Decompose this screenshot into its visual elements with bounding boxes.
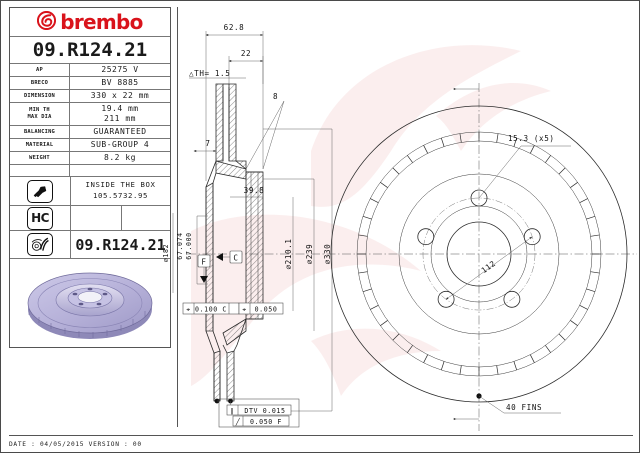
dim-offset-label: 7 — [205, 139, 210, 148]
brembo-swirl-icon — [37, 10, 57, 34]
dim-flange-step-label: 8 — [273, 92, 278, 101]
spec-label: MATERIAL — [10, 139, 70, 151]
datum-f: F — [197, 254, 211, 283]
spec-value: 330 x 22 mm — [90, 91, 150, 100]
note-bolt-hole: 15.3 (x5) — [478, 134, 571, 199]
dim-delta-thickness-label: △TH= 1.5 — [189, 69, 230, 78]
gdt-position-text: 0.100 C — [195, 306, 227, 314]
section-profile — [205, 83, 264, 404]
spec-value: 25275 V — [101, 65, 139, 74]
cooling-fins — [357, 132, 601, 376]
dim-overall-width-label: 62.8 — [224, 23, 245, 32]
hc-badge-icon: HC — [27, 206, 53, 230]
section-arrows — [453, 87, 479, 421]
spec-row-weight: WEIGHT 8.2 kg — [10, 152, 170, 165]
spec-label: DIMENSION — [10, 90, 70, 102]
datum-c: C — [216, 250, 243, 264]
fins-note-label: 40 FINS — [506, 403, 542, 412]
gdt-runout-text: 0.050 — [255, 306, 278, 314]
dim-pilot-bore: 67.074 67.000 — [176, 215, 208, 285]
dim-inner-dia-label: ⌀210.1 — [284, 238, 293, 269]
bolt-circle-label: 112 — [480, 259, 498, 275]
datum-f-label: F — [201, 258, 206, 267]
dim-disc-depth-label: 39.8 — [244, 186, 265, 195]
gdt-lower-stack: ∥ DTV 0.015 ╱ 0.050 F — [217, 398, 300, 428]
spec-label: BALANCING — [10, 126, 70, 138]
part-code-row: 09.R124.21 — [10, 37, 170, 64]
spec-label: WEIGHT — [10, 152, 70, 164]
inside-box-line2: 105.5732.95 — [93, 191, 148, 200]
spec-value: 19.4 mm 211 mm — [101, 104, 139, 123]
dim-hat-width: 22 — [228, 49, 264, 84]
dim-pilot-bore-min-label: 67.000 — [185, 232, 193, 259]
spec-row-minth-maxdia: MIN TH MAX DIA 19.4 mm 211 mm — [10, 103, 170, 126]
disc-marking-icon — [27, 233, 53, 256]
spacer-left — [10, 165, 70, 176]
dim-hub-bore-od: ⌀182 — [162, 213, 174, 293]
brake-disc-3d-render — [21, 259, 159, 347]
note-bolt-circle: 112 — [445, 236, 533, 300]
brand-name: brembo — [60, 10, 143, 34]
hc-blank-cell-a — [71, 206, 122, 230]
datum-c-label: C — [233, 254, 238, 263]
face-view: 15.3 (x5) 112 40 FINS — [330, 83, 628, 431]
spec-value: BV 8885 — [101, 78, 139, 87]
note-fins: 40 FINS — [476, 393, 561, 414]
marking-icon-cell — [10, 231, 71, 258]
spec-row-breco: BRECO BV 8885 — [10, 77, 170, 90]
spacer-row — [10, 165, 170, 177]
marking-code: 09.R124.21 — [75, 235, 166, 254]
dim-delta-thickness: △TH= 1.5 — [189, 69, 246, 79]
spec-value: SUB-GROUP 4 — [90, 140, 150, 149]
spec-row-ap: AP 25275 V — [10, 64, 170, 77]
spec-label: MIN TH MAX DIA — [10, 103, 70, 125]
dim-hub-bore-od-label: ⌀182 — [162, 244, 170, 262]
gdt-runout-tol: ⌖ 0.050 — [238, 302, 284, 315]
bolt-hole-note-label: 15.3 (x5) — [508, 134, 555, 143]
footer-divider — [9, 435, 633, 436]
footer-date: DATE : 04/05/2015 VERSION : 00 — [9, 441, 142, 448]
brand-logo-row: brembo — [10, 8, 170, 37]
dim-offset: 7 — [193, 139, 216, 153]
bolt-icon-cell — [10, 177, 71, 205]
title-block: brembo 09.R124.21 AP 25275 V BRECO BV 88… — [9, 7, 171, 348]
gdt-dtv-text: DTV 0.015 — [244, 407, 285, 415]
spec-label: BRECO — [10, 77, 70, 89]
spec-row-balancing: BALANCING GUARANTEED — [10, 126, 170, 139]
dim-outer-dia-label: ⌀330 — [323, 244, 332, 265]
hc-icon-cell: HC — [10, 206, 71, 230]
dim-flange-step: 8 — [245, 92, 285, 170]
inside-box-line1: INSIDE THE BOX — [85, 180, 156, 190]
spec-value: GUARANTEED — [93, 127, 147, 136]
dim-overall-width: 62.8 — [205, 23, 264, 181]
dim-mid-dia-label: ⌀239 — [305, 244, 314, 265]
dim-hat-width-label: 22 — [241, 49, 251, 58]
spec-row-material: MATERIAL SUB-GROUP 4 — [10, 139, 170, 152]
dim-disc-depth: 39.8 — [230, 186, 265, 198]
gdt-dtv-symbol: ∥ — [231, 407, 235, 415]
hc-label: HC — [31, 211, 49, 225]
part-code: 09.R124.21 — [32, 39, 148, 61]
gdt-position-symbol: ⌖ — [186, 306, 190, 314]
marking-row: 09.R124.21 — [10, 231, 170, 259]
spec-label: AP — [10, 64, 70, 76]
gdt-parallel-symbol: ╱ — [235, 417, 241, 426]
inside-the-box-text: INSIDE THE BOX 105.5732.95 — [71, 177, 170, 205]
dim-mid-dia: ⌀239 — [263, 178, 315, 331]
spec-value: 8.2 kg — [104, 153, 136, 162]
bolt-icon — [27, 179, 53, 203]
dim-pilot-bore-max-label: 67.074 — [176, 232, 184, 259]
gdt-runout-symbol: ⌖ — [242, 306, 246, 314]
inside-the-box-row: INSIDE THE BOX 105.5732.95 — [10, 177, 170, 206]
spec-row-dimension: DIMENSION 330 x 22 mm — [10, 90, 170, 103]
panel-divider — [177, 7, 178, 427]
gdt-parallel-text: 0.050 F — [250, 418, 282, 426]
product-photo-row — [10, 259, 170, 347]
hc-row: HC — [10, 206, 170, 231]
dim-inner-dia: ⌀210.1 — [284, 197, 294, 311]
